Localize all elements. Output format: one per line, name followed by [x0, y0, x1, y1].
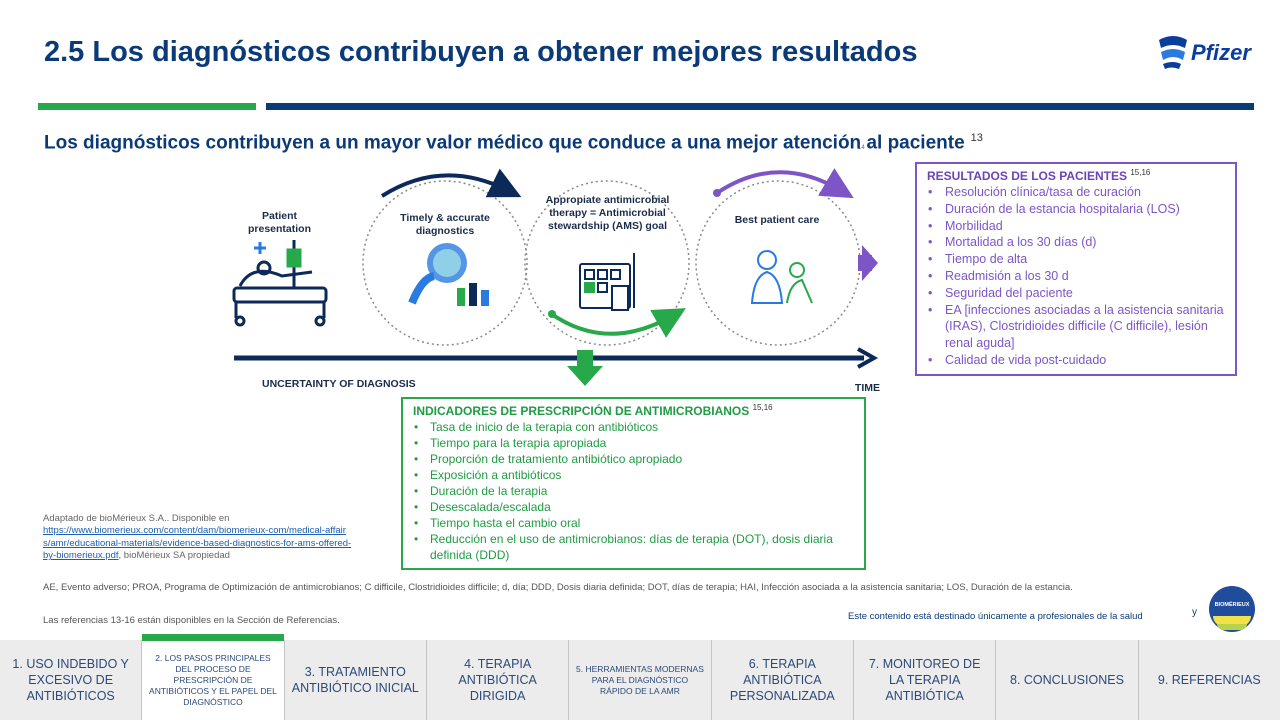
- accent-bar-navy: [266, 103, 1254, 110]
- source-suffix: , bioMérieux SA propiedad: [118, 550, 230, 562]
- nav-item-2[interactable]: 2. LOS PASOS PRINCIPALES DEL PROCESO DE …: [142, 634, 285, 720]
- nav-item-3[interactable]: 3. TRATAMIENTO ANTIBIÓTICO INICIAL: [285, 640, 427, 720]
- nav-item-1[interactable]: 1. USO INDEBIDO Y EXCESIVO DE ANTIBIÓTIC…: [0, 640, 143, 720]
- petri-dish-icon: [408, 243, 489, 306]
- audience-conjunction: y: [1192, 607, 1197, 618]
- pfizer-wordmark: Pfizer: [1191, 40, 1251, 65]
- nav-item-6[interactable]: 6. TERAPIA ANTIBIÓTICA PERSONALIZADA: [712, 640, 854, 720]
- nav-item-5[interactable]: 5. HERRAMIENTAS MODERNAS PARA EL DIAGNÓS…: [569, 640, 712, 720]
- list-item: Tasa de inicio de la terapia con antibió…: [413, 419, 854, 435]
- circle-care: [695, 180, 861, 346]
- label-time: TIME: [854, 382, 880, 394]
- list-item: Tiempo para la terapia apropiada: [413, 435, 854, 451]
- outcomes-ref: 15,16: [1130, 168, 1151, 177]
- abbreviations-note: AE, Evento adverso; PROA, Programa de Op…: [43, 582, 1073, 593]
- outcomes-list: Resolución clínica/tasa de curación Dura…: [927, 184, 1225, 369]
- patient-bed-icon: [232, 240, 328, 327]
- list-item: Tiempo hasta el cambio oral: [413, 515, 854, 531]
- nav-item-7[interactable]: 7. MONITOREO DE LA TERAPIA ANTIBIÓTICA: [854, 640, 997, 720]
- section-nav: 1. USO INDEBIDO Y EXCESIVO DE ANTIBIÓTIC…: [0, 634, 1280, 720]
- list-item: Proporción de tratamiento antibiótico ap…: [413, 451, 854, 467]
- prescribing-indicators-box: INDICADORES DE PRESCRIPCIÓN DE ANTIMICRO…: [401, 397, 866, 570]
- circle-diagnostics: [362, 180, 528, 346]
- indicators-ref: 15,16: [752, 403, 773, 412]
- nav-item-8[interactable]: 8. CONCLUSIONES: [996, 640, 1139, 720]
- list-item: Morbilidad: [927, 218, 1225, 235]
- label-diagnostics: Timely & accurate diagnostics: [400, 212, 490, 237]
- list-item: Seguridad del paciente: [927, 285, 1225, 302]
- down-arrow-head: [567, 366, 603, 386]
- outcomes-heading-text: RESULTADOS DE LOS PACIENTES: [927, 169, 1128, 183]
- references-note: Las referencias 13-16 están disponibles …: [43, 615, 340, 626]
- list-item: Calidad de vida post-cuidado: [927, 352, 1225, 369]
- list-item: Resolución clínica/tasa de curación: [927, 184, 1225, 201]
- diagram-graphic: [232, 168, 879, 386]
- subtitle-text: Los diagnósticos contribuyen a un mayor …: [44, 132, 965, 154]
- pfizer-logo: Pfizer: [1155, 32, 1255, 72]
- down-arrow-stem: [577, 350, 593, 368]
- source-prefix: Adaptado de bioMérieux S.A.. Disponible …: [43, 513, 230, 524]
- indicators-heading-text: INDICADORES DE PRESCRIPCIÓN DE ANTIMICRO…: [413, 404, 750, 418]
- biomerieux-logo: BIOMÉRIEUX: [1209, 586, 1255, 632]
- list-item: Duración de la estancia hospitalaria (LO…: [927, 201, 1225, 218]
- label-therapy: Appropiate antimicrobial therapy = Antim…: [545, 194, 670, 232]
- accent-bar-green: [38, 103, 256, 110]
- indicators-heading: INDICADORES DE PRESCRIPCIÓN DE ANTIMICRO…: [413, 403, 854, 418]
- calendar-vial-icon: [579, 253, 635, 311]
- list-item: EA [infecciones asociadas a la asistenci…: [927, 302, 1225, 352]
- arc-green: [548, 308, 686, 338]
- subtitle: Los diagnósticos contribuyen a un mayor …: [44, 125, 984, 156]
- list-item: Exposición a antibióticos: [413, 467, 854, 483]
- biomerieux-wordmark: BIOMÉRIEUX: [1214, 602, 1250, 608]
- caregiver-icon: [750, 250, 813, 304]
- arc-navy: [380, 168, 522, 198]
- arc-purple: [715, 168, 854, 199]
- list-item: Desescalada/escalada: [413, 499, 854, 515]
- source-note: Adaptado de bioMérieux S.A.. Disponible …: [43, 513, 353, 563]
- audience-note: Este contenido está destinado únicamente…: [848, 611, 1143, 622]
- care-pathway-diagram: Patient presentation Timely & accurate d…: [222, 168, 882, 398]
- subtitle-ref: 13: [970, 132, 983, 144]
- patient-outcomes-box: RESULTADOS DE LOS PACIENTES 15,16 Resolu…: [915, 162, 1237, 376]
- page-title: 2.5 Los diagnósticos contribuyen a obten…: [44, 36, 918, 68]
- nav-item-9[interactable]: 9. REFERENCIAS: [1157, 673, 1261, 687]
- label-patient: Patient presentation: [247, 210, 311, 235]
- list-item: Reducción en el uso de antimicrobianos: …: [413, 531, 854, 563]
- label-care: Best patient care: [734, 214, 820, 226]
- list-item: Mortalidad a los 30 días (d): [927, 234, 1225, 251]
- source-link[interactable]: https://www.biomerieux.com/content/dam/b…: [43, 525, 352, 562]
- circle-therapy: [524, 180, 690, 346]
- label-uncertainty: UNCERTAINTY OF DIAGNOSIS: [262, 378, 416, 390]
- list-item: Tiempo de alta: [927, 251, 1225, 268]
- nav-item-4[interactable]: 4. TERAPIA ANTIBIÓTICA DIRIGIDA: [427, 640, 570, 720]
- stray-ref: 14: [858, 145, 865, 151]
- outcomes-heading: RESULTADOS DE LOS PACIENTES 15,16: [927, 168, 1225, 183]
- pfizer-logo-icon: [1159, 36, 1187, 69]
- indicators-list: Tasa de inicio de la terapia con antibió…: [413, 419, 854, 563]
- list-item: Readmisión a los 30 d: [927, 268, 1225, 285]
- list-item: Duración de la terapia: [413, 483, 854, 499]
